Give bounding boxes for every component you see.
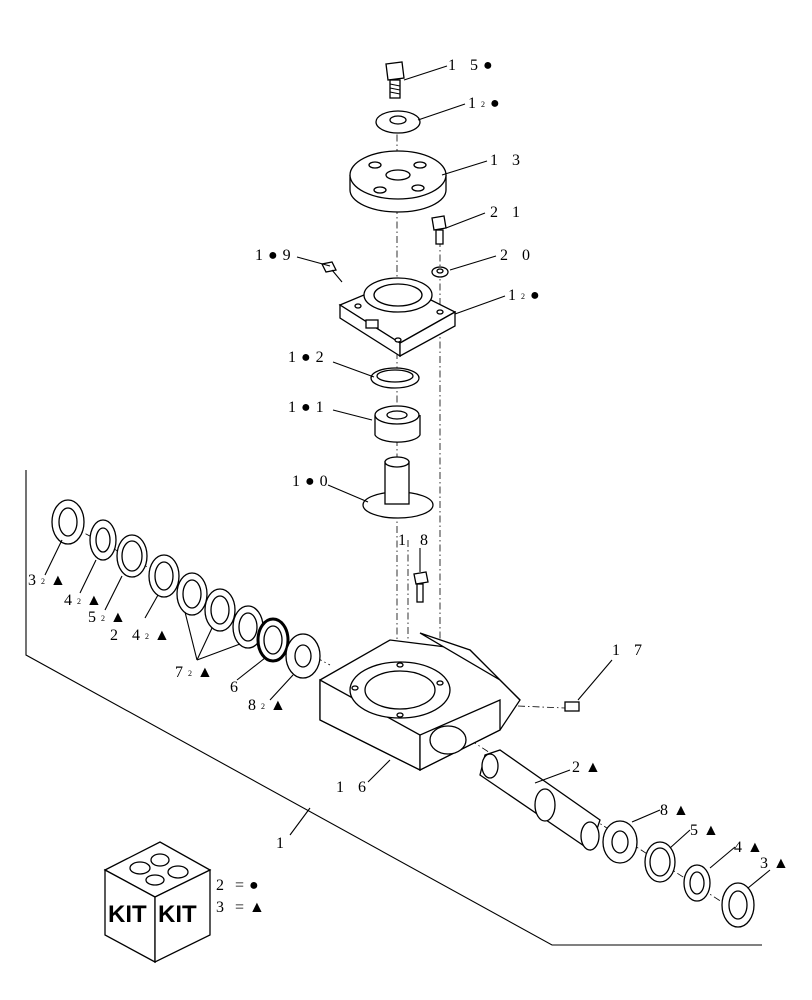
callout-5-left: 52▲ bbox=[88, 609, 131, 626]
washer-14 bbox=[375, 110, 421, 134]
cap-13 bbox=[349, 150, 447, 213]
left-snapring-5 bbox=[116, 534, 148, 578]
right-snapring-5 bbox=[644, 841, 676, 883]
shim-7b bbox=[204, 588, 236, 632]
callout-13: 1 3 bbox=[490, 152, 525, 169]
bolt-21 bbox=[431, 215, 447, 245]
shim-7a bbox=[176, 572, 208, 616]
callout-2-right: 2▲ bbox=[572, 759, 606, 776]
kit-legend: 2=● 3=▲ bbox=[216, 877, 270, 916]
callout-21: 2 1 bbox=[490, 204, 525, 221]
callout-3-left: 32▲ bbox=[28, 572, 71, 589]
pinion-shaft-2 bbox=[479, 749, 601, 852]
callout-4-left: 42▲ bbox=[64, 592, 107, 609]
ring-12 bbox=[370, 367, 420, 389]
callout-14-housing: 12● bbox=[508, 287, 545, 304]
callout-3-right: 3▲ bbox=[760, 855, 794, 872]
bolt-15 bbox=[385, 61, 405, 99]
callout-24: 2 42▲ bbox=[110, 627, 175, 644]
frame-lines bbox=[25, 470, 762, 946]
gearbox-body-16 bbox=[319, 632, 521, 772]
washer-20 bbox=[431, 266, 449, 278]
callout-17: 1 7 bbox=[612, 642, 647, 659]
callout-18: 1 8 bbox=[398, 532, 433, 549]
shim-7c bbox=[232, 605, 264, 649]
callout-1: 1 bbox=[276, 835, 289, 852]
kit-label-left: KIT bbox=[108, 901, 147, 928]
shaft-10 bbox=[362, 456, 434, 519]
left-lockwasher-4 bbox=[89, 519, 117, 561]
callout-15: 1 5● bbox=[448, 57, 498, 74]
bearing-11 bbox=[374, 405, 421, 443]
left-seal-3 bbox=[51, 499, 85, 545]
spacer-24 bbox=[148, 554, 180, 598]
callout-6: 6 bbox=[230, 679, 243, 696]
bearing-housing bbox=[338, 277, 457, 358]
kit-legend-row-2: 2=● bbox=[216, 877, 264, 894]
callout-16: 1 6 bbox=[336, 779, 371, 796]
callout-7: 72▲ bbox=[175, 664, 218, 681]
left-bearing-8 bbox=[285, 633, 321, 679]
callout-4-right: 4▲ bbox=[734, 839, 768, 856]
leader-lines bbox=[44, 65, 771, 889]
callout-14-top: 12● bbox=[468, 95, 505, 112]
callout-19: 1●9 bbox=[255, 247, 296, 264]
callout-11: 1●1 bbox=[288, 399, 329, 416]
kit-box: KIT KIT bbox=[103, 841, 212, 964]
screw-17 bbox=[564, 701, 580, 712]
right-seal-3 bbox=[721, 882, 755, 928]
kit-legend-row-3: 3=▲ bbox=[216, 899, 270, 916]
kit-label-right: KIT bbox=[158, 901, 197, 928]
center-lines bbox=[59, 120, 751, 921]
seal-6 bbox=[256, 617, 290, 663]
callout-10: 1●0 bbox=[292, 473, 333, 490]
callout-12: 1●2 bbox=[288, 349, 329, 366]
right-lockwasher-4 bbox=[683, 864, 711, 902]
bolt-18 bbox=[413, 571, 429, 603]
right-bearing-8 bbox=[602, 820, 638, 864]
callout-5-right: 5▲ bbox=[690, 822, 724, 839]
callout-8-left: 82▲ bbox=[248, 697, 291, 714]
callout-labels: 1 5● 12● 1 3 2 1 2 0 1●9 12● 1●2 1●1 1●0… bbox=[28, 57, 794, 872]
callout-20: 2 0 bbox=[500, 247, 535, 264]
callout-8-right: 8▲ bbox=[660, 802, 694, 819]
